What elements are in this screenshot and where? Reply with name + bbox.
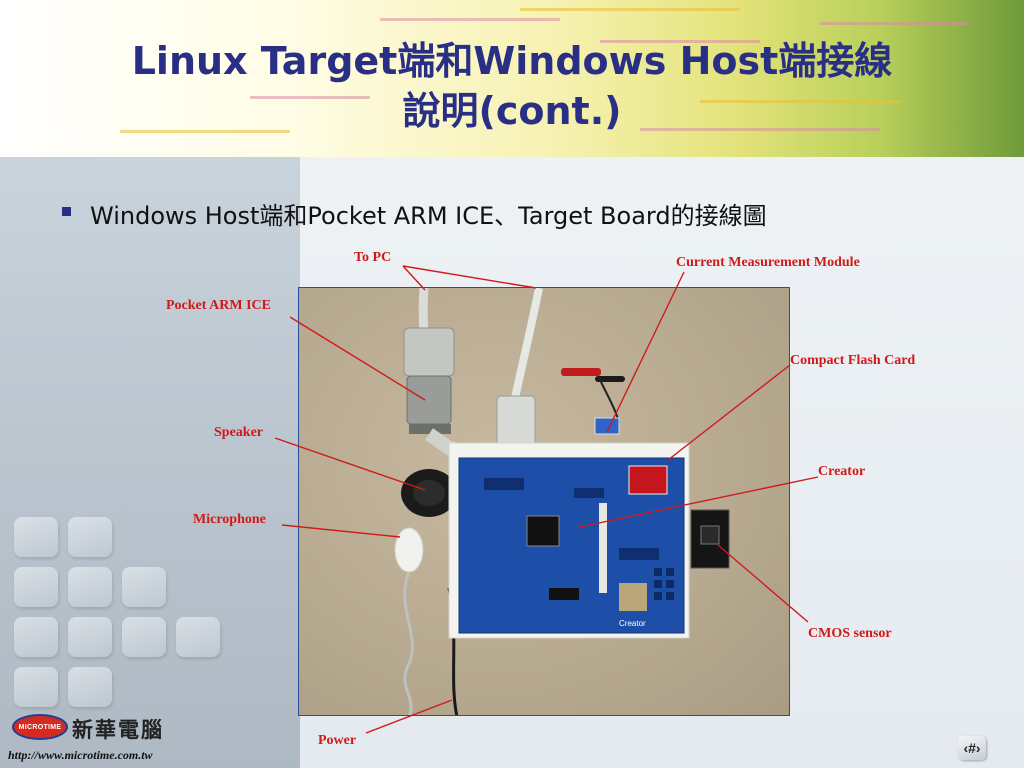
callout-pocket-arm-ice: Pocket ARM ICE (166, 298, 271, 313)
company-logo: MICROTIME (12, 714, 68, 740)
callout-speaker: Speaker (214, 425, 263, 440)
callout-power: Power (318, 733, 357, 748)
slide-title-line2: 說明(cont.) (402, 89, 622, 133)
logo-text: MICROTIME (18, 723, 62, 731)
title-banner (0, 0, 1024, 157)
board-photo: Creator (298, 287, 790, 716)
bullet-text: Windows Host端和Pocket ARM ICE、Target Boar… (90, 202, 767, 230)
callout-cmos-sensor: CMOS sensor (808, 626, 892, 641)
bullet-marker (62, 207, 71, 216)
callout-creator: Creator (818, 464, 866, 479)
decorative-sidebar (0, 157, 300, 768)
callout-compact-flash-card: Compact Flash Card (790, 353, 916, 368)
page-number: ‹#› (958, 736, 986, 760)
callout-to-pc: To PC (354, 250, 392, 265)
board-silkscreen: Creator (619, 619, 646, 628)
callout-current-measurement-module: Current Measurement Module (676, 255, 860, 270)
board-photo-illustration: Creator (394, 288, 730, 715)
company-url: http://www.microtime.com.tw (8, 748, 153, 762)
callout-microphone: Microphone (193, 512, 266, 527)
company-name: 新華電腦 (72, 718, 164, 742)
slide-title: Linux Target端和Windows Host端接線 說明(cont.) (0, 36, 1024, 136)
slide-title-line1: Linux Target端和Windows Host端接線 (131, 39, 893, 83)
